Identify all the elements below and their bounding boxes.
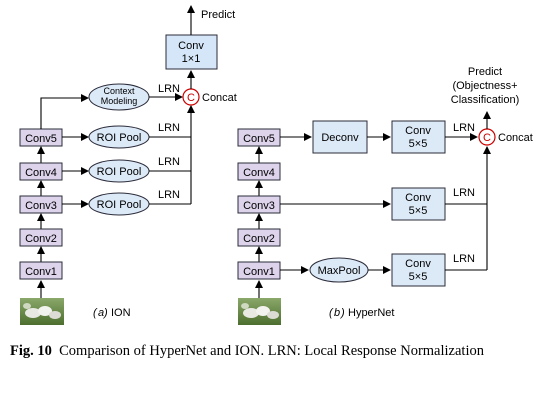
hypernet-sub-label-paren-close: ): [339, 307, 345, 319]
ion-concat-symbol: C: [187, 92, 195, 104]
hypernet-diagram: Conv1 Conv2 Conv3 Conv4 Conv5 Deconv Con…: [237, 66, 533, 325]
hypernet-conv3-label: Conv3: [243, 200, 275, 212]
hypernet-input-image: [238, 298, 281, 325]
hypernet-conv1-label: Conv1: [243, 266, 275, 278]
ion-input-image: [20, 298, 64, 325]
ion-predict-label: Predict: [201, 9, 235, 21]
hypernet-predict-label-2: (Objectness+: [452, 80, 517, 92]
ion-conv1-label: Conv1: [25, 266, 57, 278]
hypernet-conv5x5-mid-label-1: Conv: [405, 192, 431, 204]
ion-sub-label-letter: a: [98, 307, 104, 319]
ion-conv5-label: Conv5: [25, 133, 57, 145]
hypernet-deconv-label: Deconv: [321, 132, 359, 144]
hypernet-conv5x5-top-label-2: 5×5: [409, 138, 428, 150]
ion-context-label-2: Modeling: [101, 96, 138, 106]
hypernet-conv4-box: [237, 162, 281, 181]
hypernet-sub-label-letter: b: [334, 307, 340, 319]
ion-roi-pool-5-label: ROI Pool: [97, 132, 142, 144]
hypernet-conv5-label: Conv5: [243, 133, 275, 145]
hypernet-conv5x5-mid-label-2: 5×5: [409, 205, 428, 217]
hypernet-sub-label-text: HyperNet: [348, 307, 394, 319]
ion-sub-label-text: ION: [111, 307, 131, 319]
ion-lrn-label-3: LRN: [158, 189, 180, 201]
hypernet-lrn-label-top: LRN: [453, 122, 475, 134]
hypernet-conv5x5-top-box: [391, 120, 446, 154]
hypernet-predict-label-1: Predict: [468, 66, 502, 78]
hypernet-sub-label-paren: (: [329, 307, 334, 319]
ion-lrn-label-ctx: LRN: [158, 83, 180, 95]
ion-diagram: Conv1 Conv2 Conv3 Conv4 Conv5 ROI Pool R…: [19, 5, 237, 325]
ion-conv1-box: [19, 261, 63, 280]
hypernet-conv2-label: Conv2: [243, 233, 275, 245]
hypernet-conv5x5-bot-label-1: Conv: [405, 258, 431, 270]
hypernet-conv5x5-top-label-1: Conv: [405, 125, 431, 137]
figure-caption-text: Comparison of HyperNet and ION. LRN: Loc…: [59, 343, 484, 359]
hypernet-lrn-label-bot: LRN: [453, 253, 475, 265]
ion-conv4-label: Conv4: [25, 167, 57, 179]
hypernet-lrn-label-mid: LRN: [453, 187, 475, 199]
ion-conv2-label: Conv2: [25, 233, 57, 245]
hypernet-concat-symbol: C: [483, 132, 491, 144]
hypernet-predict-label-3: Classification): [451, 94, 519, 106]
ion-sub-label-paren-close: ): [102, 307, 108, 319]
hypernet-conv2-box: [237, 228, 281, 247]
figure-number: Fig. 10: [10, 343, 52, 359]
ion-sub-label-paren: (: [93, 307, 98, 319]
ion-conv1x1-label-2: 1×1: [182, 53, 201, 65]
ion-lrn-label-5: LRN: [158, 122, 180, 134]
ion-conv3-label: Conv3: [25, 200, 57, 212]
ion-conv1x1-box: [165, 34, 218, 70]
ion-conv2-box: [19, 228, 63, 247]
ion-roi-pool-4-label: ROI Pool: [97, 166, 142, 178]
hypernet-conv4-label: Conv4: [243, 167, 275, 179]
figure-caption: Fig. 10 Comparison of HyperNet and ION. …: [10, 342, 545, 361]
hypernet-concat-label: Concat: [498, 132, 533, 144]
ion-concat-label: Concat: [202, 92, 237, 104]
hypernet-conv5x5-bot-box: [391, 253, 446, 287]
ion-conv1x1-label-1: Conv: [178, 40, 204, 52]
ion-lrn-label-4: LRN: [158, 156, 180, 168]
hypernet-maxpool-label: MaxPool: [318, 265, 361, 277]
hypernet-conv5x5-bot-label-2: 5×5: [409, 271, 428, 283]
ion-context-label-1: Context: [103, 86, 135, 96]
ion-roi-pool-3-label: ROI Pool: [97, 199, 142, 211]
